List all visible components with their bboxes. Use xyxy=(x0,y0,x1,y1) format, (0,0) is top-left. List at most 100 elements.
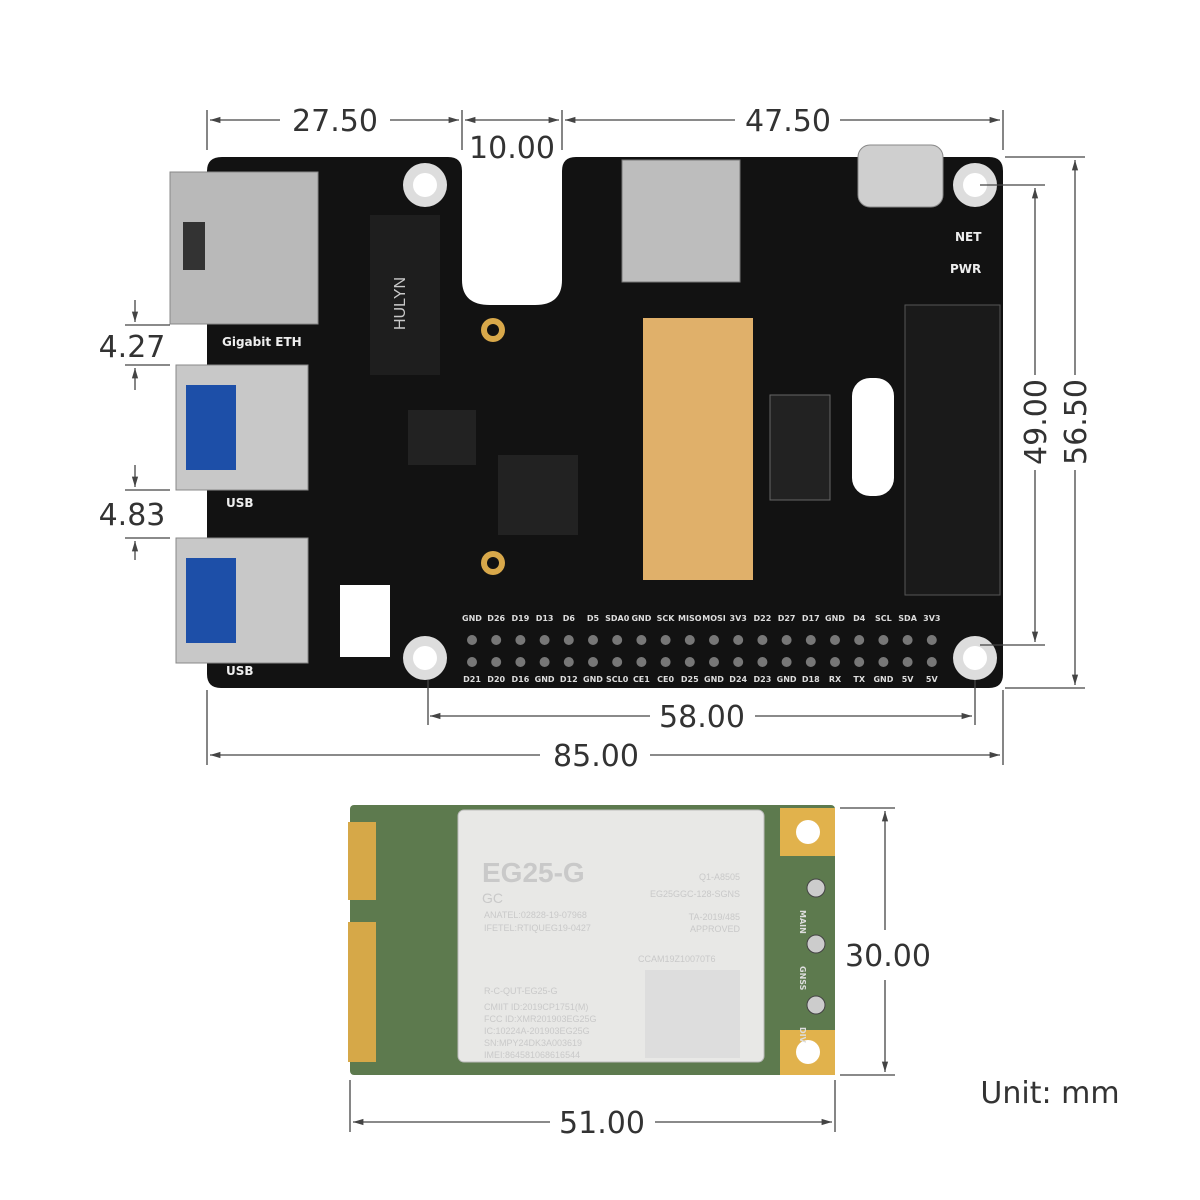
antenna-connector xyxy=(806,995,826,1015)
header-pin xyxy=(902,635,913,645)
header-pin xyxy=(926,657,937,667)
gold-fingers-lower xyxy=(348,922,376,1062)
pin-label-bottom: SCL0 xyxy=(606,675,629,684)
pin-label-bottom: GND xyxy=(777,675,797,684)
mpcie-slot xyxy=(904,304,1001,596)
pin-label-top: SDA xyxy=(898,614,917,623)
antenna-label: GNSS xyxy=(798,966,807,991)
header-pin xyxy=(733,635,744,645)
header-pin xyxy=(926,635,937,645)
fpc-connector xyxy=(769,394,831,501)
dim-right-outer: 56.50 xyxy=(1059,379,1094,465)
pin-label-bottom: D21 xyxy=(463,675,481,684)
pin-label-top: D27 xyxy=(778,614,796,623)
dim-top-right: 47.50 xyxy=(745,104,831,139)
pin-label-top: SCL xyxy=(875,614,892,623)
pin-label-top: MOSI xyxy=(702,614,726,623)
mounting-holes xyxy=(403,163,997,680)
header-pin xyxy=(805,657,816,667)
dim-left-lower: 4.83 xyxy=(99,498,166,533)
module-text-line: TA-2019/485 xyxy=(689,912,740,922)
pin-label-bottom: D25 xyxy=(681,675,699,684)
header-pin xyxy=(515,635,526,645)
module-text-line: APPROVED xyxy=(690,924,741,934)
usb-label-1: USB xyxy=(226,496,254,510)
header-pin xyxy=(757,635,768,645)
pin-label-top: D22 xyxy=(754,614,772,623)
pin-label-bottom: GND xyxy=(583,675,603,684)
header-pin xyxy=(781,657,792,667)
dimension-lines xyxy=(125,110,1085,1132)
hat-board: HULYN GNDD21D26D20D19D16D13GNDD6D12D5GND… xyxy=(169,144,1003,688)
pin-label-bottom: CE0 xyxy=(657,675,674,684)
qr-code xyxy=(645,970,740,1058)
pin-label-bottom: D12 xyxy=(560,675,578,684)
dip-switch xyxy=(340,585,390,657)
pwr-led-label: PWR xyxy=(950,262,981,276)
module-text-line: IC:10224A-201903EG25G xyxy=(484,1026,590,1036)
dim-left-upper: 4.27 xyxy=(99,330,166,365)
pin-label-top: SCK xyxy=(657,614,676,623)
header-pin xyxy=(539,657,550,667)
header-pin xyxy=(733,657,744,667)
ethernet-label: Gigabit ETH xyxy=(222,335,302,349)
header-pin xyxy=(636,635,647,645)
header-pin xyxy=(467,657,477,667)
module-text-line: Q1-A8505 xyxy=(699,872,740,882)
modem-card: EG25-G GC ANATEL:02828-19-07968IFETEL:RT… xyxy=(348,805,835,1075)
antenna-connector xyxy=(806,878,826,898)
module-variant: GC xyxy=(482,890,503,906)
chip-label: HULYN xyxy=(392,277,409,330)
dim-card-height: 30.00 xyxy=(845,939,931,974)
usb-c-port xyxy=(857,144,944,208)
header-pin xyxy=(563,657,574,667)
dim-card-width: 51.00 xyxy=(559,1106,645,1141)
module-text-line: FCC ID:XMR201903EG25G xyxy=(484,1014,597,1024)
shield-pad xyxy=(643,318,753,580)
pin-label-bottom: D18 xyxy=(802,675,820,684)
pin-label-bottom: 5V xyxy=(902,675,915,684)
antenna-label: DIV xyxy=(798,1027,807,1044)
header-pin xyxy=(612,635,623,645)
main-chip xyxy=(498,455,578,535)
header-pin xyxy=(588,635,598,645)
gpio-header: GNDD21D26D20D19D16D13GNDD6D12D5GNDSDA0SC… xyxy=(462,614,940,684)
pin-label-bottom: D23 xyxy=(754,675,772,684)
pin-label-bottom: 5V xyxy=(926,675,939,684)
pin-label-top: D6 xyxy=(563,614,576,623)
header-pin xyxy=(491,635,502,645)
header-pin xyxy=(588,657,598,667)
header-pin xyxy=(709,657,719,667)
pin-label-top: 3V3 xyxy=(730,614,747,623)
header-pin xyxy=(660,635,671,645)
antenna-label: MAIN xyxy=(798,910,807,934)
module-text-line: IMEI:864581068616544 xyxy=(484,1050,580,1060)
pin-label-bottom: GND xyxy=(535,675,555,684)
header-pin xyxy=(563,635,574,645)
header-pin xyxy=(491,657,502,667)
header-pin xyxy=(612,657,623,667)
header-pin xyxy=(830,657,840,667)
module-text-line: R-C-QUT-EG25-G xyxy=(484,986,558,996)
pin-label-top: GND xyxy=(825,614,845,623)
sim-slot xyxy=(621,159,741,283)
header-pin xyxy=(467,635,477,645)
dim-top-left: 27.50 xyxy=(292,104,378,139)
gold-fingers-upper xyxy=(348,822,376,900)
module-text-line: SN:MPY24DK3A003619 xyxy=(484,1038,582,1048)
pin-label-bottom: D16 xyxy=(512,675,530,684)
header-pin xyxy=(830,635,840,645)
pin-label-bottom: RX xyxy=(829,675,842,684)
pin-label-top: MISO xyxy=(678,614,702,623)
header-pin xyxy=(757,657,768,667)
header-pin xyxy=(684,635,695,645)
pin-label-top: D17 xyxy=(802,614,820,623)
module-text-line: EG25GGC-128-SGNS xyxy=(650,889,740,899)
module-text-line: CCAM19Z10070T6 xyxy=(638,954,716,964)
pin-label-top: GND xyxy=(631,614,651,623)
net-led-label: NET xyxy=(955,230,982,244)
unit-label: Unit: mm xyxy=(980,1076,1119,1111)
dim-top-gap: 10.00 xyxy=(469,131,555,166)
dim-board-width: 85.00 xyxy=(553,739,639,774)
